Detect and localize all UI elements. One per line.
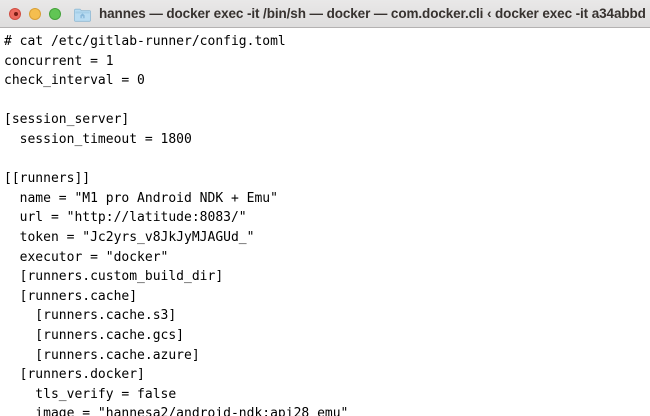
window-titlebar[interactable]: hannes — docker exec -it /bin/sh — docke… (0, 0, 650, 28)
terminal-output: # cat /etc/gitlab-runner/config.toml conc… (4, 32, 650, 416)
terminal-line: [session_server] (4, 112, 130, 128)
close-button[interactable] (9, 7, 21, 20)
maximize-button[interactable] (49, 7, 61, 20)
terminal-line: # cat /etc/gitlab-runner/config.toml (4, 34, 286, 49)
terminal-content[interactable]: # cat /etc/gitlab-runner/config.toml conc… (0, 28, 650, 416)
terminal-line: [runners.cache.azure] (4, 347, 200, 363)
window-title: hannes — docker exec -it /bin/sh — docke… (99, 6, 646, 21)
window-controls (9, 7, 61, 20)
terminal-line: url = "http://latitude:8083/" (4, 210, 247, 226)
terminal-line: executor = "docker" (4, 249, 169, 265)
terminal-line: [runners.docker] (4, 367, 145, 383)
terminal-line: session_timeout = 1800 (4, 131, 192, 147)
terminal-line: concurrent = 1 (4, 53, 114, 69)
terminal-line: name = "M1 pro Android NDK + Emu" (4, 190, 278, 206)
terminal-line: [runners.custom_build_dir] (4, 269, 224, 285)
terminal-line: [runners.cache.gcs] (4, 327, 185, 343)
terminal-line (4, 91, 650, 111)
terminal-line: [runners.cache.s3] (4, 308, 177, 324)
terminal-line (4, 150, 650, 170)
terminal-line: [runners.cache] (4, 288, 138, 304)
terminal-line: [[runners]] (4, 171, 91, 187)
terminal-line: check_interval = 0 (4, 73, 145, 89)
folder-icon (74, 7, 91, 22)
minimize-button[interactable] (29, 7, 41, 20)
terminal-line: image = "hannesa2/android-ndk:api28_emu" (4, 406, 349, 416)
terminal-line: tls_verify = false (4, 386, 177, 402)
terminal-line: token = "Jc2yrs_v8JkJyMJAGUd_" (4, 229, 255, 245)
